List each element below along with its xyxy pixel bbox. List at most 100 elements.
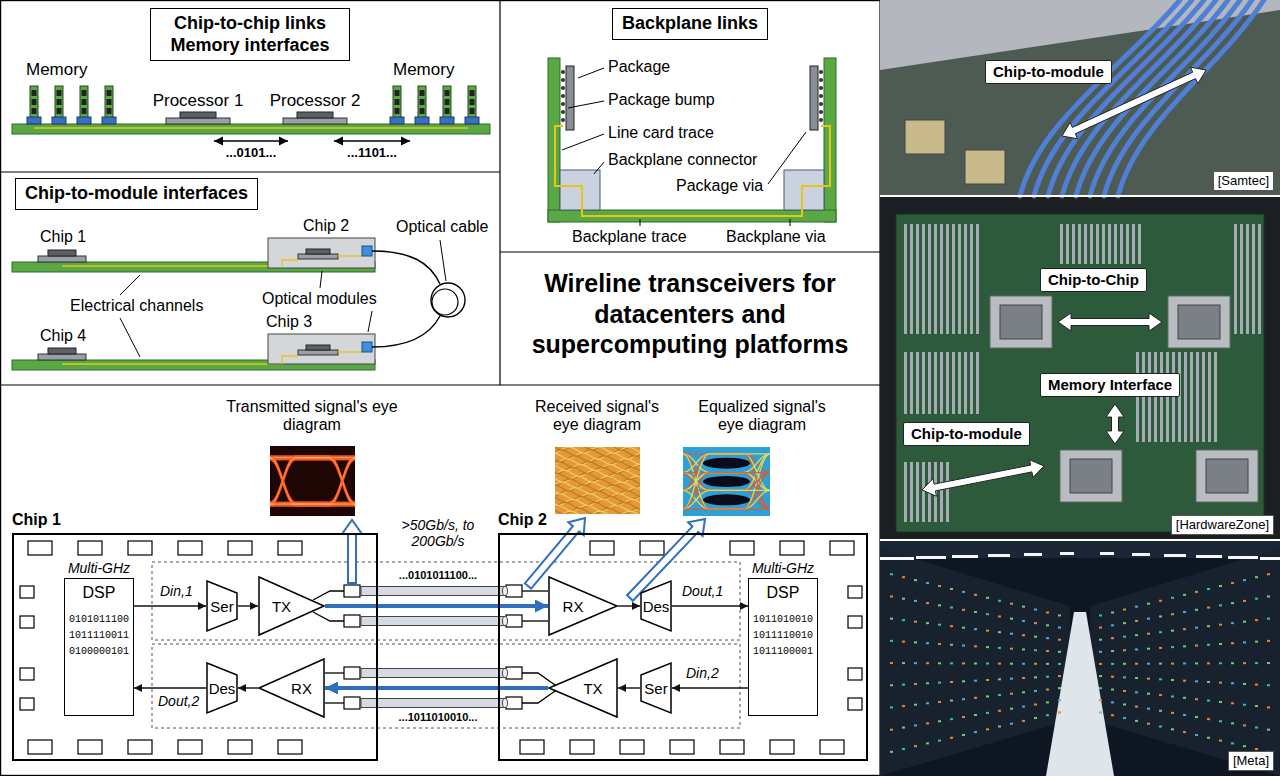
rack-light (1147, 633, 1150, 635)
chip-to-module-boards (306, 345, 330, 350)
rack-light (1243, 621, 1246, 623)
solder-bump (819, 94, 823, 98)
rack-light (1022, 706, 1025, 708)
photo-callout-box: Chip-to-Chip (1040, 268, 1147, 292)
chip-to-module-boards (372, 251, 440, 284)
leader-line (562, 68, 806, 226)
section-title-box: Chip-to-module interfaces (15, 178, 258, 210)
node-text: 0100000101 (69, 644, 129, 660)
rack-light (974, 628, 977, 630)
rack-light (890, 706, 893, 708)
rack-light (1034, 703, 1037, 705)
wire (325, 702, 344, 703)
rack-light (1010, 603, 1013, 605)
rack-light (974, 611, 977, 613)
photo-board-part (1196, 450, 1258, 502)
rack-light (1123, 609, 1126, 611)
rack-light (1231, 682, 1234, 684)
chip-to-module-boards (372, 316, 440, 347)
photo-board-part (1178, 352, 1181, 442)
photo-board-part (1070, 459, 1112, 493)
rack-light (1099, 639, 1102, 641)
label-text: Transmitted signal's eye diagram (224, 398, 400, 435)
eye-diagram-image (555, 444, 640, 517)
rack-light (1159, 615, 1162, 617)
chip-to-module-boards (62, 363, 282, 365)
eye-diagram-image (666, 490, 788, 509)
rack-light (1231, 622, 1234, 624)
memory-module (80, 86, 88, 118)
photo-board-part (1078, 224, 1081, 264)
rack-light (1219, 662, 1222, 664)
rack-light (1147, 618, 1150, 620)
photo-callout-box: Chip-to-module (985, 60, 1112, 84)
memory-module (32, 90, 37, 96)
solder-bump (561, 70, 823, 122)
photo-cable (1020, 0, 1264, 196)
photo-board-part (1178, 305, 1220, 339)
eye-diagram-image (666, 454, 788, 509)
rack-light (914, 745, 917, 747)
photo-board-part (1234, 224, 1237, 334)
eye-diagram-image (555, 502, 640, 508)
label-text: Memory (393, 60, 454, 80)
photo-board-part (1090, 224, 1093, 264)
rack-light (1058, 675, 1061, 677)
rack-light (1267, 640, 1270, 642)
block-outline (207, 581, 237, 631)
photo-board-part (1060, 450, 1122, 502)
eye-diagram-image (253, 458, 372, 504)
eye-diagram-image (666, 508, 788, 509)
title-text: Wireline transceivers for datacenters an… (505, 268, 875, 360)
rack-light (974, 662, 977, 664)
chip-to-module-boards (282, 356, 298, 364)
eye-diagram-image (703, 458, 750, 469)
label-text: Chip 2 (303, 217, 349, 235)
photo-board-part (928, 224, 931, 334)
chip-to-chip-board (34, 127, 468, 129)
rack-light (1147, 708, 1150, 710)
leader-line (120, 275, 140, 295)
chip-to-chip-board (12, 124, 490, 134)
solder-bump (819, 102, 823, 106)
photo-board-part (1148, 352, 1151, 442)
rack-light (1207, 700, 1210, 702)
section-title-box: Chip-to-chip links Memory interfaces (150, 8, 350, 61)
rack-light (1058, 614, 1061, 616)
memory-module (27, 117, 41, 124)
block-outline (549, 659, 617, 717)
rack-light (902, 684, 905, 686)
signal-arrow (672, 605, 748, 606)
rack-light (1046, 637, 1049, 639)
rack-light (1195, 609, 1198, 611)
rack-light (1147, 678, 1150, 680)
rack-light (1231, 722, 1234, 724)
rack-light (890, 729, 893, 731)
eye-diagram-image (555, 444, 640, 450)
node-text: TX (272, 598, 291, 615)
rack-light (986, 630, 989, 632)
rack-light (1100, 552, 1114, 555)
io-pad (830, 541, 854, 555)
node-text: Chip 2 (498, 511, 547, 529)
photo-board-part (910, 462, 913, 522)
rack-light (1034, 717, 1037, 719)
photo-board-part (1000, 305, 1042, 339)
rack-light (1111, 714, 1114, 716)
rack-light (1010, 633, 1013, 635)
photo-datacenter (880, 548, 1070, 776)
block-outline (258, 576, 325, 636)
io-pad (506, 585, 522, 597)
memory-module (107, 108, 112, 114)
rack-light (1099, 614, 1102, 616)
panel-frame (500, 251, 880, 252)
rack-light (1219, 624, 1222, 626)
rack-light (938, 720, 941, 722)
wire (522, 620, 548, 621)
photo-board-part (976, 224, 979, 334)
node-text: 1011100001 (753, 644, 813, 660)
rack-light (1171, 728, 1174, 730)
photo-board-part (1132, 224, 1135, 264)
solder-bump (561, 78, 565, 82)
photo-datacenter (1090, 548, 1280, 776)
